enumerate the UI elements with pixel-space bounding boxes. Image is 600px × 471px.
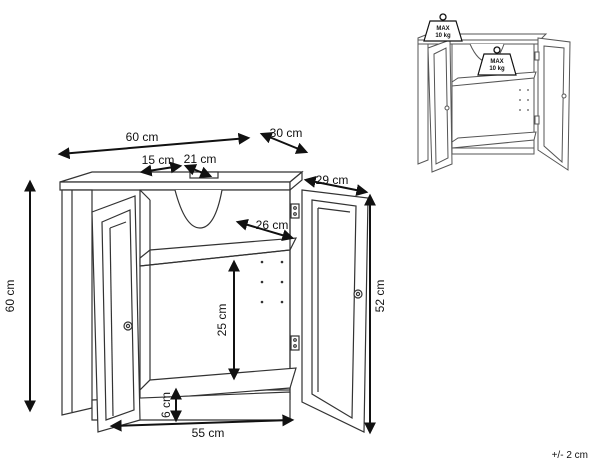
hinge-bottom [290,335,300,351]
cabinet-left-panel [61,189,93,416]
overall-height-label: 60 cm [3,280,17,313]
width-dimension-line [57,132,251,160]
inner-width-label: 55 cm [192,426,225,440]
load-badge-shelf-line2: 10 kg [489,66,505,72]
depth-dimension-line [259,132,309,154]
cutout-depth-line [183,164,213,178]
hinge-top [290,203,300,219]
shelf-pin-holes [260,260,284,304]
load-badge-shelf: MAX 10 kg [477,46,517,76]
inner-height-label: 25 cm [215,304,229,337]
cabinet-top [59,171,304,183]
width-label: 60 cm [126,130,159,144]
cutout-width-label: 15 cm [142,153,175,167]
load-badge-shelf-line1: MAX [490,59,503,65]
load-badge-top-line1: MAX [436,26,449,32]
cutout-width-line [139,161,183,177]
door-depth-line [303,175,369,197]
load-badge-top: MAX 10 kg [423,13,463,42]
cutout-depth-label: 21 cm [184,152,217,166]
right-door [301,189,369,433]
main-cabinet-drawing [59,170,369,433]
depth-label: 30 cm [270,126,303,140]
shelf [139,237,298,267]
door-depth-label: 29 cm [316,173,349,187]
left-door [91,195,141,433]
plinth-height-label: 6 cm [159,392,173,418]
door-height-label: 52 cm [373,280,387,313]
load-badge-top-line2: 10 kg [435,33,451,39]
shelf-depth-label: 26 cm [256,218,289,232]
shelf-depth-line [235,218,295,242]
tolerance-note: +/- 2 cm [552,450,588,461]
dimension-lines [24,132,376,435]
pipe-hole [174,189,223,229]
inner-width-line [109,414,295,432]
